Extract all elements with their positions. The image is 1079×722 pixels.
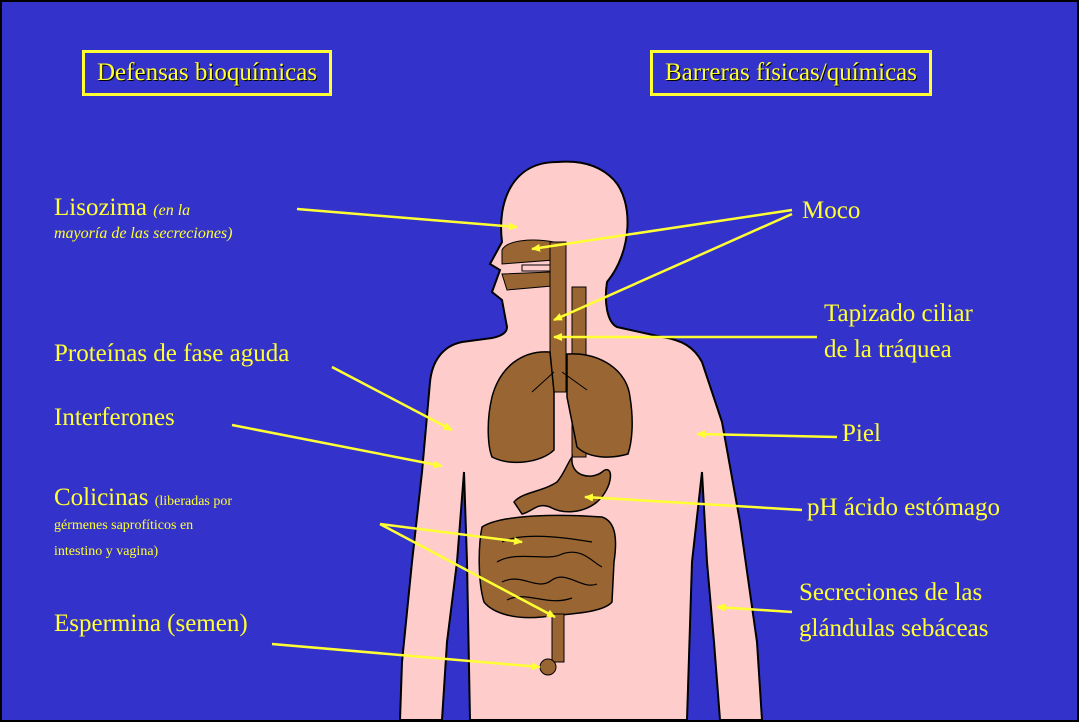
label-espermina: Espermina (semen) xyxy=(54,608,248,640)
header-barreras-fisicas: Barreras físicas/químicas xyxy=(650,50,932,96)
arrow-lisozima xyxy=(297,209,517,227)
rectum xyxy=(552,614,564,662)
colicinas-note: (liberadas por xyxy=(155,494,232,509)
colicinas-text: Colicinas xyxy=(54,484,148,511)
label-lisozima: Lisozima (en la xyxy=(54,192,190,227)
label-colicinas-note-3: intestino y vagina) xyxy=(54,542,158,562)
label-tapizado-2: de la tráquea xyxy=(824,334,952,366)
label-moco: Moco xyxy=(802,195,860,227)
label-lisozima-note-2: mayoría de las secreciones) xyxy=(54,224,232,244)
genital-organ xyxy=(540,659,556,675)
label-ph: pH ácido estómago xyxy=(807,492,1000,524)
label-colicinas-note-2: gérmenes saprofíticos en xyxy=(54,516,193,536)
label-proteinas: Proteínas de fase aguda xyxy=(54,338,289,370)
label-colicinas: Colicinas (liberadas por xyxy=(54,482,232,518)
label-tapizado-1: Tapizado ciliar xyxy=(824,298,973,330)
nasal-cavity xyxy=(502,240,554,264)
lisozima-note: (en la xyxy=(153,202,190,219)
header-defensas-bioquimicas: Defensas bioquímicas xyxy=(82,50,332,96)
label-piel: Piel xyxy=(842,418,881,450)
arrow-interferones xyxy=(232,425,442,466)
label-secreciones-1: Secreciones de las xyxy=(799,577,982,609)
lisozima-text: Lisozima xyxy=(54,194,147,221)
label-secreciones-2: glándulas sebáceas xyxy=(799,613,989,645)
intestines xyxy=(479,515,615,617)
label-interferones: Interferones xyxy=(54,402,175,434)
